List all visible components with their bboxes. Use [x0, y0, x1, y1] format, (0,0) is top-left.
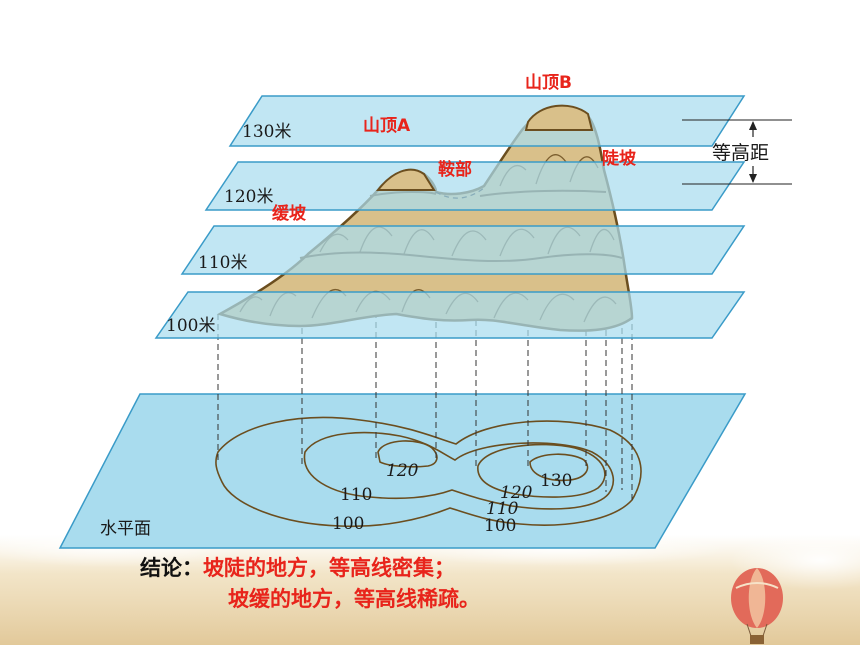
conclusion-block: 结论：坡陡的地方，等高线密集； 坡缓的地方，等高线稀疏。	[140, 553, 480, 615]
peak-a-label: 山顶A	[363, 116, 411, 136]
contour-label: 120	[386, 461, 419, 481]
contour-label: 120	[500, 483, 533, 503]
peak-tips	[375, 104, 594, 191]
conclusion-line-2: 坡缓的地方，等高线稀疏。	[140, 584, 480, 615]
conclusion-text-1: 坡陡的地方，等高线密集；	[203, 556, 455, 580]
conclusion-line-1: 结论：坡陡的地方，等高线密集；	[140, 553, 480, 584]
contour-120-right	[477, 443, 606, 498]
saddle-label: 鞍部	[438, 159, 472, 180]
plane-label-110: 110米	[198, 253, 247, 273]
plane-100	[154, 291, 746, 339]
gentle-slope-label: 缓坡	[272, 203, 306, 224]
contour-label: 110	[486, 499, 519, 519]
base-plane	[58, 393, 747, 549]
plane-label-100: 100米	[166, 316, 215, 336]
conclusion-text-2: 坡缓的地方，等高线稀疏。	[228, 587, 480, 611]
contour-label: 110	[340, 485, 372, 505]
contour-interval-indicator: 等高距	[682, 119, 792, 185]
contour-value-labels: 120 130 120 110 110 100 100	[332, 461, 572, 536]
elevation-planes	[154, 95, 746, 339]
contour-120-left	[377, 440, 438, 468]
plane-130	[228, 95, 746, 147]
contour-label: 100	[484, 516, 516, 536]
contour-label: 130	[540, 471, 572, 491]
contour-110	[303, 431, 615, 510]
base-plane-label: 水平面	[100, 519, 151, 539]
peak-b-label: 山顶B	[525, 73, 572, 93]
plane-label-120: 120米	[224, 187, 273, 207]
conclusion-label: 结论：	[140, 556, 203, 580]
plane-110	[180, 225, 746, 275]
plane-120	[204, 161, 746, 211]
contour-130	[529, 453, 589, 482]
contour-lines	[215, 416, 642, 528]
plane-label-130: 130米	[242, 122, 291, 142]
steep-slope-label: 陡坡	[602, 148, 636, 169]
contour-interval-label: 等高距	[712, 142, 769, 164]
contour-label: 100	[332, 514, 364, 534]
balloon-icon	[731, 568, 783, 644]
contour-100	[215, 416, 642, 528]
